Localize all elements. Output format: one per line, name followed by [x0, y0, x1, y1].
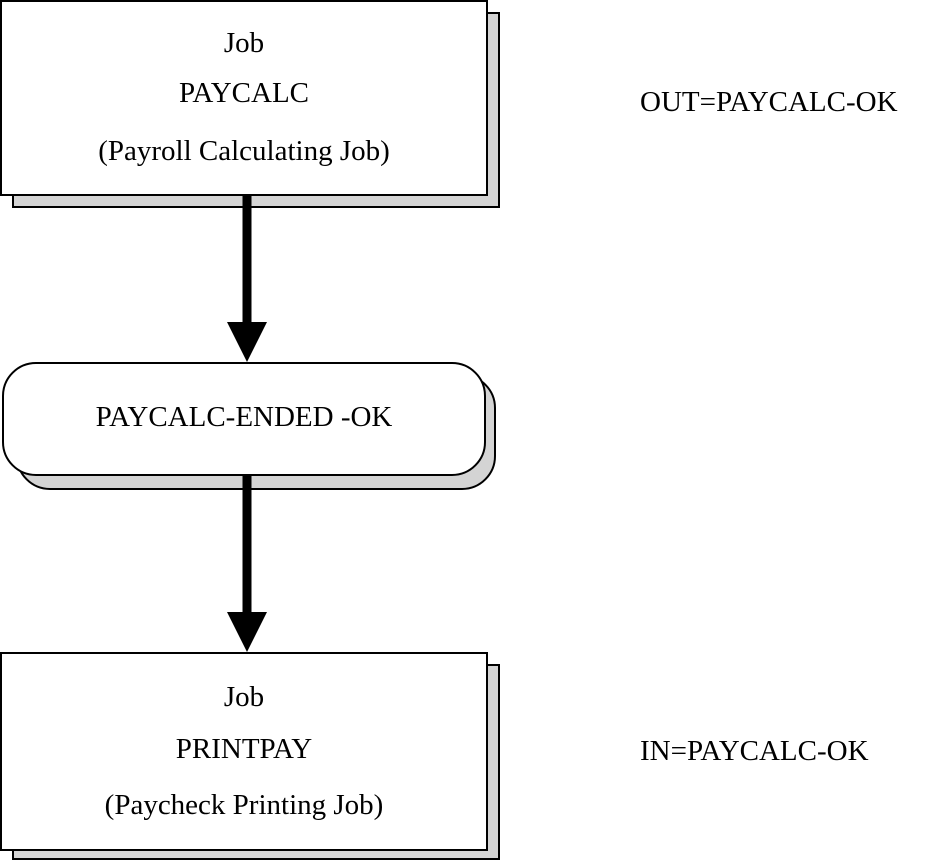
job-printpay-box[interactable]: Job PRINTPAY (Paycheck Printing Job) — [0, 652, 488, 851]
arrow-condition-to-printpay — [227, 476, 267, 652]
job-printpay-description: (Paycheck Printing Job) — [104, 789, 384, 821]
arrow-head — [227, 322, 267, 362]
arrow-paycalc-to-condition — [227, 196, 267, 362]
arrow-head — [227, 612, 267, 652]
job-printpay-kind: Job — [223, 681, 265, 713]
job-paycalc-name: PAYCALC — [178, 77, 310, 109]
job-paycalc-description: (Payroll Calculating Job) — [98, 135, 390, 167]
out-condition-label: OUT=PAYCALC-OK — [640, 86, 898, 118]
in-condition-label: IN=PAYCALC-OK — [640, 735, 869, 767]
condition-box[interactable]: PAYCALC-ENDED -OK — [2, 362, 486, 476]
job-paycalc-kind: Job — [223, 27, 265, 59]
job-printpay-name: PRINTPAY — [175, 733, 313, 765]
job-paycalc-box[interactable]: Job PAYCALC (Payroll Calculating Job) — [0, 0, 488, 196]
condition-label: PAYCALC-ENDED -OK — [95, 401, 393, 433]
